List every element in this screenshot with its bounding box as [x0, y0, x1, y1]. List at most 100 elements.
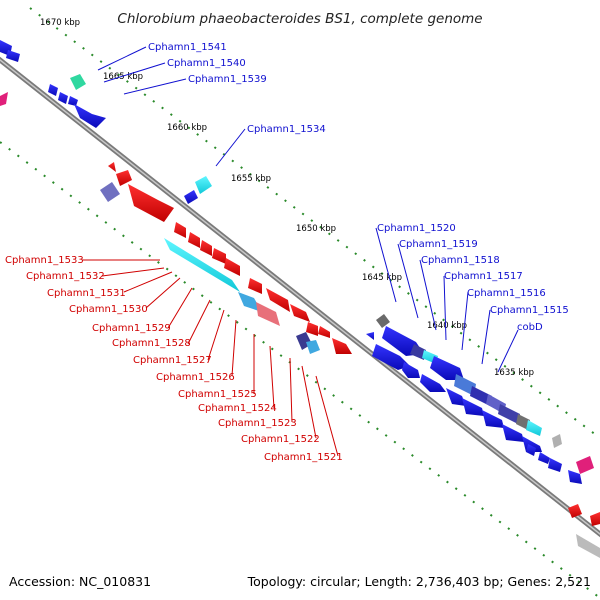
gene-arrow[interactable] — [58, 92, 68, 104]
gene-arrow[interactable] — [548, 458, 562, 472]
gene-label[interactable]: Cphamn1_1529 — [92, 323, 171, 334]
gene-label[interactable]: Cphamn1_1518 — [421, 255, 500, 266]
gene-arrow[interactable] — [590, 512, 600, 526]
gene-box[interactable] — [498, 404, 520, 424]
gene-arrow[interactable] — [290, 304, 310, 322]
scale-track-outer — [29, 7, 600, 439]
gene-box[interactable] — [410, 344, 426, 360]
gene-label[interactable]: Cphamn1_1522 — [241, 434, 320, 445]
scale-label: 1640 kbp — [427, 321, 467, 331]
gene-label[interactable]: Cphamn1_1521 — [264, 452, 343, 463]
gene-label[interactable]: Cphamn1_1520 — [377, 223, 456, 234]
gene-box[interactable] — [526, 420, 542, 436]
gene-label[interactable]: Cphamn1_1534 — [247, 124, 326, 135]
gene-arrow[interactable] — [568, 470, 582, 484]
gene-arrow[interactable] — [248, 278, 262, 294]
scale-label: 1655 kbp — [231, 174, 271, 184]
gene-arrow[interactable] — [266, 288, 290, 312]
gene-label[interactable]: Cphamn1_1519 — [399, 239, 478, 250]
gene-arrow[interactable] — [372, 344, 410, 370]
gene-arrow[interactable] — [318, 326, 330, 338]
gene-arrow[interactable] — [538, 452, 550, 464]
gene-arrow[interactable] — [430, 356, 464, 380]
genome-backbone — [0, 56, 600, 538]
gene-box[interactable] — [256, 302, 280, 326]
gene-label[interactable]: Cphamn1_1526 — [156, 372, 235, 383]
scale-track-inner — [0, 141, 600, 599]
scale-label: 1665 kbp — [103, 72, 143, 82]
gene-label[interactable]: Cphamn1_1541 — [148, 42, 227, 53]
gene-arrow[interactable] — [184, 190, 198, 204]
gene-label[interactable]: Cphamn1_1533 — [5, 255, 84, 266]
gene-label[interactable]: Cphamn1_1527 — [133, 355, 212, 366]
gene-arrow[interactable] — [420, 374, 446, 392]
gene-box[interactable] — [552, 434, 562, 448]
gene-box[interactable] — [516, 414, 530, 430]
scale-label: 1670 kbp — [40, 18, 80, 28]
reverse-leader-lines — [82, 259, 339, 457]
gene-label[interactable]: Cphamn1_1515 — [490, 305, 569, 316]
gene-label[interactable]: Cphamn1_1523 — [218, 418, 297, 429]
gene-arrow[interactable] — [74, 104, 106, 128]
gene-label[interactable]: Cphamn1_1540 — [167, 58, 246, 69]
forward-gene-labels: Cphamn1_1541 Cphamn1_1540 Cphamn1_1539 C… — [148, 42, 569, 333]
gene-label[interactable]: Cphamn1_1532 — [26, 271, 105, 282]
genome-summary-text: Topology: circular; Length: 2,736,403 bp… — [247, 574, 591, 589]
gene-label[interactable]: Cphamn1_1528 — [112, 338, 191, 349]
gene-arrow[interactable] — [402, 362, 420, 378]
gene-box[interactable] — [576, 456, 594, 474]
gene-label[interactable]: Cphamn1_1516 — [467, 288, 546, 299]
gene-arrow[interactable] — [212, 248, 226, 264]
gene-arrow[interactable] — [306, 322, 318, 336]
gene-arrow[interactable] — [108, 162, 116, 172]
gene-label[interactable]: Cphamn1_1539 — [188, 74, 267, 85]
reverse-strand-genes — [0, 92, 600, 558]
gene-arrow[interactable] — [68, 96, 78, 106]
gene-arrow[interactable] — [116, 170, 132, 186]
gene-box[interactable] — [306, 340, 320, 354]
gene-label[interactable]: cobD — [517, 322, 543, 333]
gene-label[interactable]: Cphamn1_1517 — [444, 271, 523, 282]
gene-arrow[interactable] — [224, 258, 240, 276]
gene-box[interactable] — [376, 314, 390, 328]
map-title: Chlorobium phaeobacteroides BS1, complet… — [117, 11, 482, 27]
scale-label: 1650 kbp — [296, 224, 336, 234]
gene-arrow[interactable] — [332, 338, 352, 354]
forward-gene-cluster-top — [0, 40, 212, 204]
gene-box[interactable] — [576, 534, 600, 558]
gene-arrow[interactable] — [48, 84, 58, 96]
forward-gene-cluster-right — [366, 314, 594, 484]
gene-box[interactable] — [0, 92, 8, 106]
gene-label[interactable]: Cphamn1_1524 — [198, 403, 277, 414]
gene-arrow[interactable] — [128, 184, 174, 222]
gene-box[interactable] — [70, 74, 86, 90]
gene-box[interactable] — [100, 182, 120, 202]
gene-arrow[interactable] — [568, 504, 582, 518]
scale-labels: 1670 kbp 1665 kbp 1660 kbp 1655 kbp 1650… — [40, 18, 534, 378]
accession-text: Accession: NC_010831 — [9, 574, 151, 589]
gene-arrow[interactable] — [366, 332, 374, 340]
gene-box[interactable] — [238, 292, 262, 312]
gene-arrow[interactable] — [200, 240, 212, 256]
gene-box[interactable] — [454, 374, 476, 396]
scale-label: 1660 kbp — [167, 123, 207, 133]
scale-label: 1635 kbp — [494, 368, 534, 378]
gene-arrow[interactable] — [446, 388, 466, 406]
gene-label[interactable]: Cphamn1_1530 — [69, 304, 148, 315]
reverse-gene-labels: Cphamn1_1533 Cphamn1_1532 Cphamn1_1531 C… — [5, 255, 343, 463]
gene-arrow[interactable] — [502, 424, 524, 442]
gene-box[interactable] — [164, 238, 240, 292]
gene-arrow[interactable] — [526, 444, 536, 456]
gene-arrow[interactable] — [462, 398, 484, 416]
gene-arrow[interactable] — [188, 232, 200, 248]
gene-box[interactable] — [195, 176, 212, 194]
gene-label[interactable]: Cphamn1_1531 — [47, 288, 126, 299]
forward-leader-lines — [97, 46, 519, 373]
gene-label[interactable]: Cphamn1_1525 — [178, 389, 257, 400]
gene-arrow[interactable] — [174, 222, 186, 238]
gene-box[interactable] — [470, 386, 492, 406]
gene-arrow[interactable] — [482, 410, 504, 428]
gene-arrow[interactable] — [6, 50, 20, 62]
scale-label: 1645 kbp — [362, 273, 402, 283]
